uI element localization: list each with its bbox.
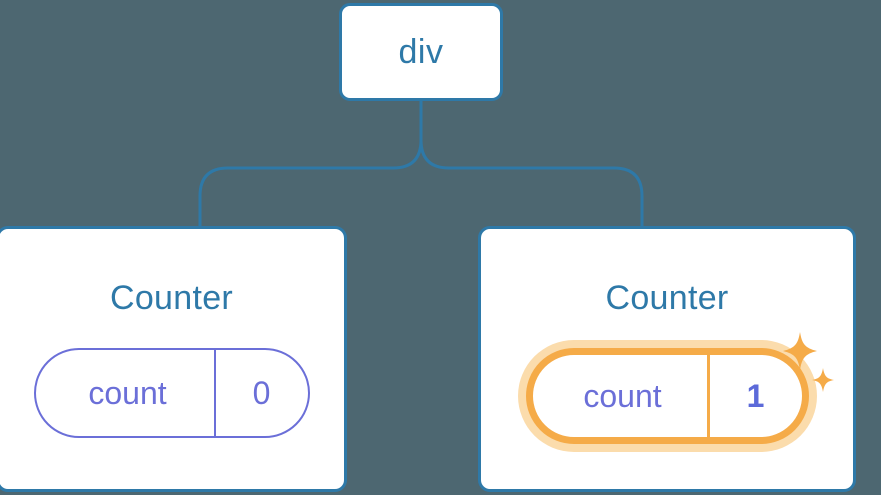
root-node-div[interactable]: div — [339, 3, 503, 101]
state-value-label: 0 — [213, 350, 308, 436]
state-pill-wrapper: count 0 — [0, 348, 344, 438]
state-pill[interactable]: count 0 — [33, 348, 310, 438]
state-key-label: count — [583, 377, 662, 414]
component-title: Counter — [605, 279, 729, 317]
state-pill-wrapper-highlighted: count 1 — [481, 332, 853, 444]
component-title: Counter — [109, 279, 234, 317]
component-card-counter-left[interactable]: Counter count 0 — [0, 226, 347, 492]
root-node-label: div — [398, 32, 444, 71]
state-pill-highlighted[interactable]: count 1 — [525, 348, 809, 444]
component-card-counter-right[interactable]: Counter count 1 — [478, 226, 856, 492]
state-key-label: count — [88, 374, 167, 411]
sparkle-icon — [812, 368, 834, 392]
state-value-label: 1 — [706, 355, 802, 437]
